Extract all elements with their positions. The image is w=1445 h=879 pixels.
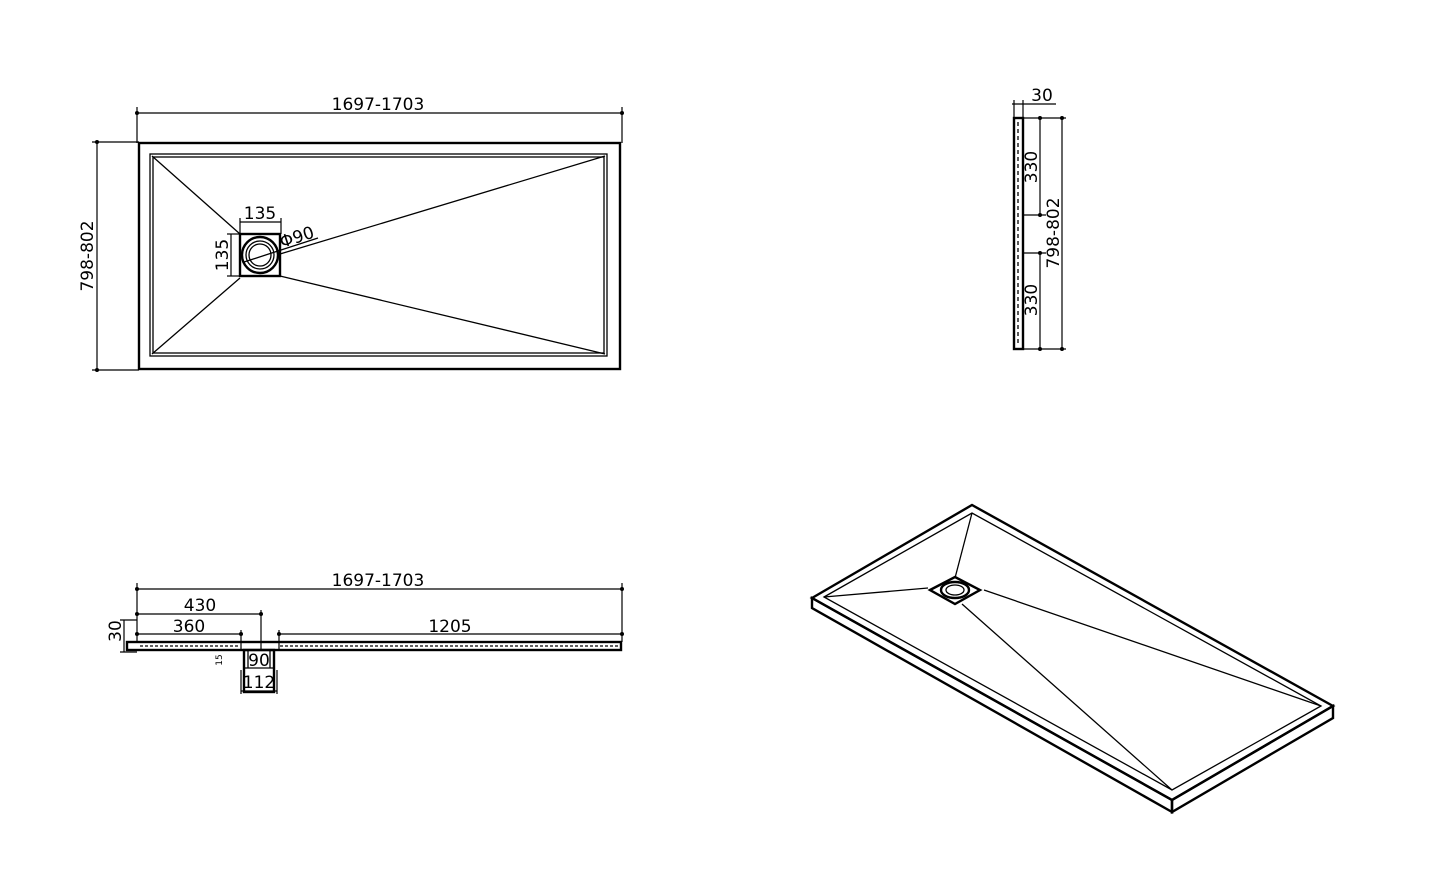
- isometric-view: [809, 503, 1336, 815]
- front-1205-dim: 1205: [428, 617, 471, 637]
- drain-width-dim: 135: [244, 204, 276, 224]
- side-profile: [1012, 116, 1025, 351]
- top-width-dim: 1697-1703: [332, 95, 425, 115]
- basin-outline: [149, 153, 608, 357]
- front-90-dim: 90: [248, 651, 270, 671]
- front-360-dim: 360: [173, 617, 205, 637]
- drain: [238, 232, 319, 278]
- drain-body: [242, 648, 276, 694]
- side-overall-dim: 798-802: [1044, 197, 1064, 268]
- front-430-dim: 430: [184, 596, 216, 616]
- drain-diameter-dim: Φ90: [277, 223, 316, 253]
- side-upper-dim: 330: [1022, 151, 1042, 183]
- tray-outline: [137, 141, 622, 371]
- front-112-dim: 112: [243, 673, 275, 693]
- front-thickness-dim: 30: [106, 620, 126, 642]
- iso-drain-frame: [927, 575, 983, 606]
- drain-height-dim: 135: [213, 239, 233, 271]
- top-view: 1697-1703 798-802 135 135 Φ90: [78, 95, 624, 372]
- side-view: 30 330 330 798-802: [1012, 86, 1066, 351]
- front-depth-dim: 15: [215, 654, 225, 665]
- iso-drain: [939, 580, 971, 600]
- top-height-dim: 798-802: [78, 220, 98, 291]
- front-section: 1697-1703 430 360 1205 30 15 90 112: [106, 571, 624, 694]
- side-lower-dim: 330: [1022, 284, 1042, 316]
- side-thickness-dim: 30: [1031, 86, 1053, 106]
- section-profile: [125, 640, 623, 652]
- front-overall-dim: 1697-1703: [332, 571, 425, 591]
